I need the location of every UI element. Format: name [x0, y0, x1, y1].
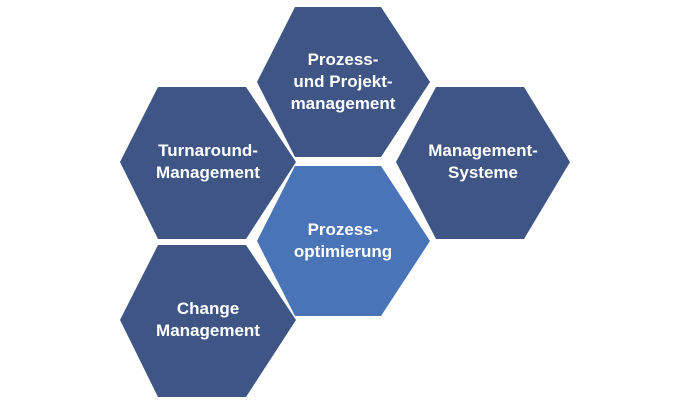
label-turnaround-management: Turnaround- Management — [156, 141, 260, 182]
label-prozessoptimierung: Prozess- optimierung — [293, 220, 393, 261]
hexagon-turnaround-management — [120, 87, 296, 239]
label-management-systeme: Management- Systeme — [428, 141, 538, 182]
label-change-management: Change Management — [156, 299, 260, 340]
hexagon-prozessoptimierung — [257, 166, 430, 316]
hexagon-management-systeme — [396, 87, 570, 239]
hexagon-change-management — [120, 245, 296, 397]
label-prozess-projektmanagement: Prozess- und Projekt- management — [290, 50, 396, 113]
hexagon-prozess-projektmanagement — [257, 7, 430, 157]
